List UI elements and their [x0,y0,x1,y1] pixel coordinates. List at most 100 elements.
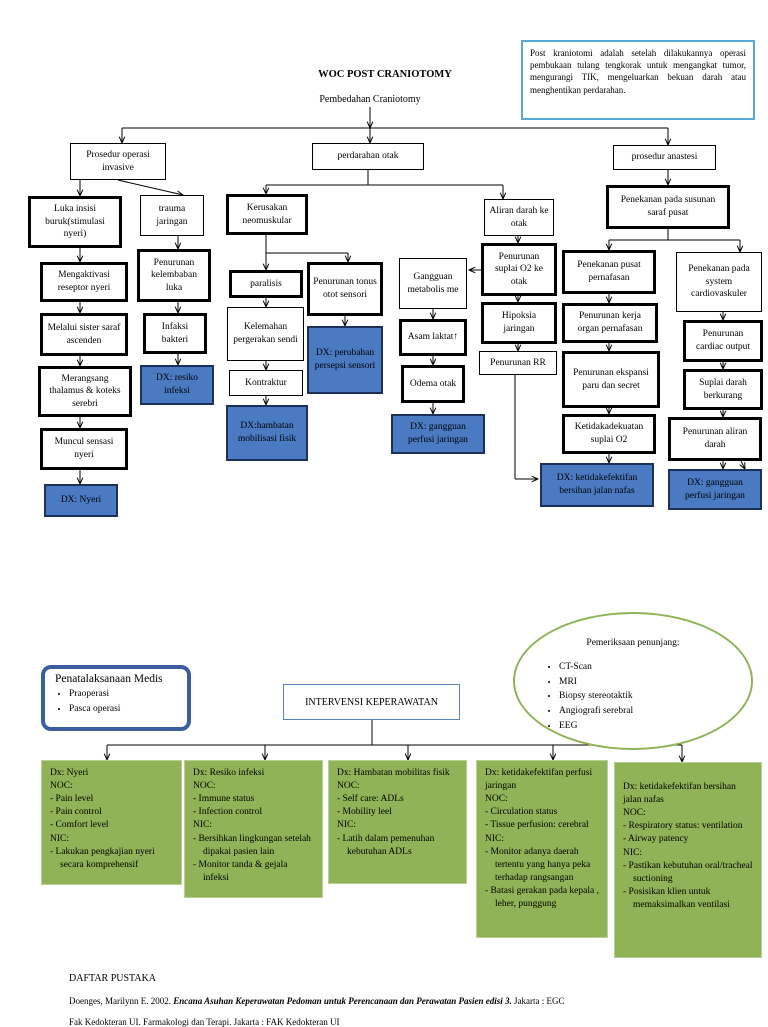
card-line: NOC: [485,794,508,805]
node-gangguan-metabolisme: Gangguan metabolis me [399,258,467,309]
node-suplai-darah: Suplai darah berkurang [683,369,763,410]
reference-publisher: Jakarta : EGC [511,996,565,1006]
node-trauma-jaringan: trauma jaringan [140,195,204,236]
card-line: - Tissue perfusion: cerebral [485,820,589,831]
list-item: Angiografi serebral [559,704,633,719]
node-penurunan-kerja-organ: Penurunan kerja organ pernafasan [562,303,658,343]
node-mengaktivasi-reseptor: Mengaktivasi reseptor nyeri [40,262,128,302]
card-dx-bersihan-jalan-nafas: Dx: ketidakefektifan bersihan jalan nafa… [614,762,762,958]
penatalaksanaan-medis-box: Penatalaksanaan Medis Praoperasi Pasca o… [41,665,191,731]
card-title: Dx: Resiko infeksi [193,768,265,778]
card-line: NOC: [337,781,360,792]
dx-gangguan-perfusi-2: DX: gangguan perfusi jaringan [668,469,762,510]
node-prosedur-operasi: Prosedur operasi invasive [70,143,166,180]
card-line: NOC: [623,808,646,819]
card-line: - Self care: ADLs [337,794,404,805]
card-line: NIC: [50,833,69,844]
card-line: - Batasi gerakan pada kepala , leher, pu… [485,885,599,910]
card-line: - Mobility leel [337,807,392,818]
dx-bersihan-jalan-nafas: DX: ketidakefektifan bersihan jalan nafa… [540,463,654,507]
node-perdarahan-otak: perdarahan otak [312,143,424,170]
node-penurunan-suplai-o2: Penurunan suplai O2 ke otak [481,243,557,296]
list-item: CT-Scan [559,660,633,675]
node-penurunan-rr: Penurunan RR [479,351,557,375]
reference-author: Doenges, Marilynn E. 2002. [69,996,174,1006]
dx-hambatan-mobilisasi: DX:hambatan mobilisasi fisik [226,405,308,461]
intervensi-keperawatan-box: INTERVENSI KEPERAWATAN [283,684,460,720]
card-line: NIC: [623,847,642,858]
node-ketidakadekuatan-o2: Ketidakadekuatan suplai O2 [562,414,656,454]
card-line: - Pastikan kebutuhan oral/tracheal sucti… [623,860,753,884]
node-penekanan-cardiovaskuler: Penekanan pada system cardiovaskuler [676,252,762,312]
node-merangsang-thalamus: Merangsang thalamus & koteks serebri [38,366,132,417]
card-line: NIC: [193,820,212,831]
card-line: - Monitor tanda & gejala infeksi [193,859,288,883]
card-title: Dx: ketidakefektifan bersihan jalan nafa… [623,782,736,806]
card-dx-perfusi-jaringan: Dx: ketidakefektifan perfusi jaringan NO… [476,760,608,938]
node-penurunan-aliran-darah: Penurunan aliran darah [668,417,762,461]
node-luka-insisi: Luka insisi buruk(stimulasi nyeri) [28,196,122,248]
card-line: - Respiratory status: ventilation [623,821,743,832]
card-dx-resiko-infeksi: Dx: Resiko infeksi NOC: - Immune status … [184,760,323,898]
node-penurunan-tonus-otot: Penurunan tonus otot sensori [307,262,383,316]
dx-resiko-infeksi: DX: resiko infeksi [140,365,214,405]
card-title: Dx: Hambatan mobilitas fisik [337,768,450,778]
node-sister-saraf: Melalui sister saraf ascenden [40,313,128,356]
card-line: - Airway patency [623,834,689,845]
list-item: Pasca operasi [69,702,181,717]
root-node: Pembedahan Craniotomy [319,94,421,105]
card-line: - Bersihkan lingkungan setelah dipakai p… [193,833,311,857]
node-penekanan-saraf-pusat: Penekanan pada susunan saraf pusat [606,185,730,229]
definition-box: Post kraniotomi adalah setelah dilakukan… [521,40,755,120]
dx-nyeri: DX: Nyeri [44,484,118,517]
node-infaksi-bakteri: Infaksi bakteri [143,313,207,354]
card-line: - Pain control [50,807,102,818]
dx-gangguan-perfusi-1: DX: gangguan perfusi jaringan [391,414,485,454]
card-line: - Posisikan klien untuk memaksimalkan ve… [623,886,730,910]
node-penurunan-ekspansi-paru: Penurunan ekspansi paru dan secret [562,351,660,408]
node-kerusakan-neomuskular: Kerusakan neomuskular [226,194,308,235]
list-item: Praoperasi [69,687,181,702]
diagram-title: WOC POST CRANIOTOMY [318,69,452,80]
card-line: - Circulation status [485,807,558,818]
node-paralisis: paralisis [229,270,303,298]
card-line: NIC: [485,833,504,844]
node-penurunan-cardiac-output: Penurunan cardiac output [683,320,763,362]
reference-1: Doenges, Marilynn E. 2002. Encana Asuhan… [69,996,564,1006]
dx-perubahan-persepsi: DX: perubahan persepsi sensori [307,326,383,394]
card-line: - Infection control [193,807,263,818]
node-aliran-darah: Aliran darah ke otak [484,199,554,236]
list-item: Biopsy stereotaktik [559,689,633,704]
pemeriksaan-penunjang-ellipse: Pemeriksaan penunjang: CT-Scan MRI Biops… [513,612,753,750]
node-kelemahan-pergerakan: Kelemahan pergerakan sendi [227,307,304,361]
card-line: - Pain level [50,794,94,805]
list-item: EEG [559,719,633,734]
node-asam-laktat: Asam laktat↑ [399,319,467,356]
node-odema-otak: Odema otak [401,365,465,403]
card-line: - Lakukan pengkajian nyeri secara kompre… [50,846,155,870]
card-title: Dx: Nyeri [50,768,89,778]
node-sensasi-nyeri: Muncul sensasi nyeri [40,428,128,470]
node-penurunan-kelembaban: Penurunan kelembaban luka [137,249,211,302]
penatalaksanaan-heading: Penatalaksanaan Medis [55,673,163,685]
node-kontraktur: Kontraktur [229,370,303,396]
card-line: - Latih dalam pemenuhan kebutuhan ADLs [337,833,435,857]
card-line: - Monitor adanya daerah tertentu yang ha… [485,846,591,883]
node-penekanan-pusat-pernafasan: Penekanan pusat pernafasan [562,250,656,294]
penunjang-heading: Pemeriksaan penunjang: [586,638,680,648]
card-dx-hambatan-mobilitas: Dx: Hambatan mobilitas fisik NOC: - Self… [328,760,467,884]
card-dx-nyeri: Dx: Nyeri NOC: - Pain level - Pain contr… [41,760,182,885]
node-prosedur-anastesi: prosedur anastesi [613,145,716,170]
card-title: Dx: ketidakefektifan perfusi jaringan [485,768,593,792]
card-line: NIC: [337,820,356,831]
list-item: MRI [559,675,633,690]
card-line: - Immune status [193,794,255,805]
reference-title: Encana Asuhan Keperawatan Pedoman untuk … [173,996,512,1006]
reference-2: Fak Kedokteran UI. Farmakologi dan Terap… [69,1017,340,1027]
node-hipoksia-jaringan: Hipoksia jaringan [481,302,557,344]
card-line: - Comfort level [50,820,109,831]
references-heading: DAFTAR PUSTAKA [69,973,157,984]
card-line: NOC: [50,781,73,792]
card-line: NOC: [193,781,216,792]
